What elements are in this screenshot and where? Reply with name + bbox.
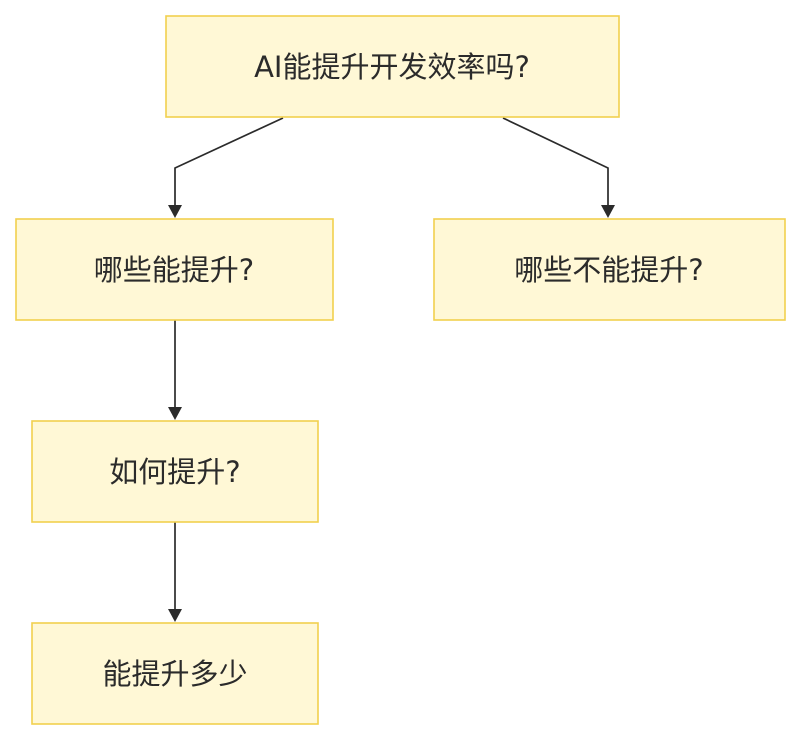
- node-how-much: 能提升多少: [31, 622, 319, 725]
- node-root-label: AI能提升开发效率吗?: [254, 50, 530, 84]
- edge-line: [174, 117, 284, 205]
- node-how-improve-box: [31, 420, 319, 523]
- arrowhead: [601, 205, 615, 218]
- node-root: AI能提升开发效率吗?: [165, 15, 620, 118]
- node-can-improve: 哪些能提升?: [15, 218, 334, 321]
- arrowhead: [168, 407, 182, 420]
- node-how-much-box: [31, 622, 319, 725]
- node-can-improve-box: [15, 218, 334, 321]
- edge-how-improve-to-how-much: [168, 522, 182, 622]
- arrowhead: [168, 205, 182, 218]
- node-how-improve: 如何提升?: [31, 420, 319, 523]
- edge-root-to-cannot-improve: [502, 117, 615, 218]
- node-how-much-label: 能提升多少: [102, 657, 247, 691]
- node-how-improve-label: 如何提升?: [109, 455, 240, 489]
- node-cannot-improve-label: 哪些不能提升?: [514, 253, 703, 287]
- edge-line: [502, 117, 609, 205]
- node-cannot-improve-box: [433, 218, 786, 321]
- edge-can-improve-to-how-improve: [168, 320, 182, 420]
- node-root-box: [165, 15, 620, 118]
- arrowhead: [168, 609, 182, 622]
- node-cannot-improve: 哪些不能提升?: [433, 218, 786, 321]
- edge-root-to-can-improve: [168, 117, 284, 218]
- node-can-improve-label: 哪些能提升?: [94, 253, 254, 287]
